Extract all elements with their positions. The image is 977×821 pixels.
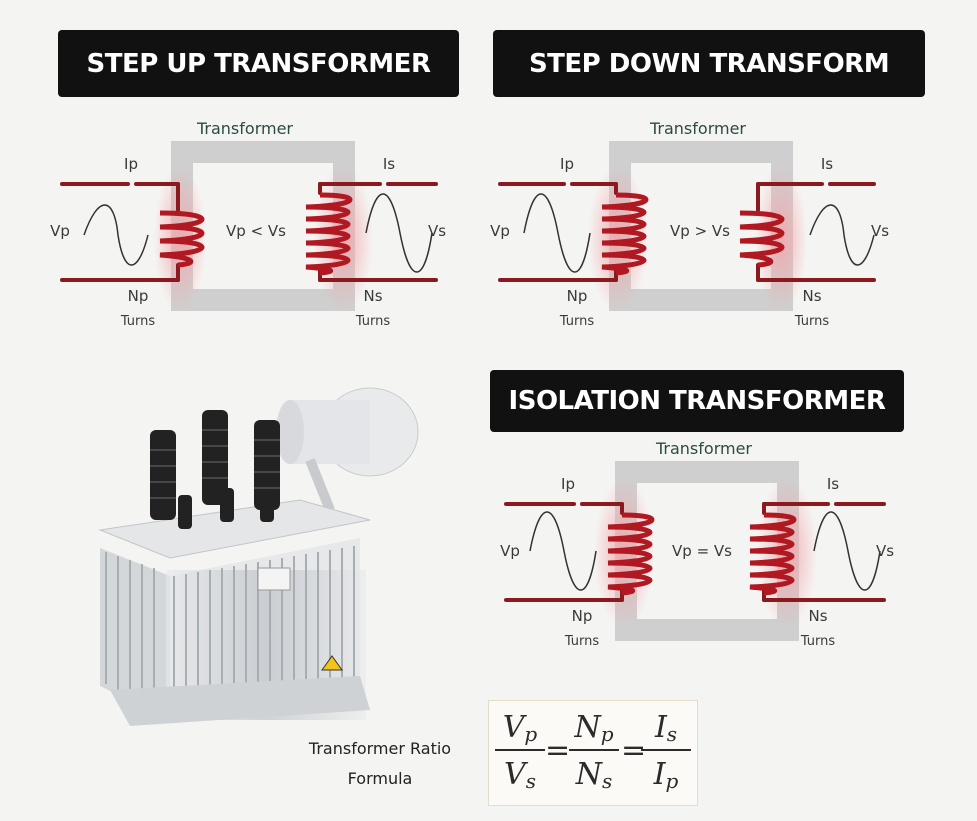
vs-label: Vs	[428, 222, 446, 240]
turns-secondary-label: Turns	[355, 314, 391, 329]
secondary-coil	[305, 192, 353, 276]
is-subscript: s	[666, 722, 678, 746]
vp-label: Vp	[500, 542, 520, 560]
vp-label: Vp	[490, 222, 510, 240]
ns-subscript: s	[601, 769, 613, 793]
secondary-waveform	[813, 511, 881, 591]
isolation-banner: ISOLATION TRANSFORMER	[490, 370, 904, 432]
turns-primary-label: Turns	[564, 634, 600, 649]
np-label: Np	[567, 287, 588, 305]
vp-subscript: p	[524, 722, 538, 746]
turns-primary-label: Turns	[120, 314, 156, 329]
ip-label: Ip	[124, 155, 138, 173]
ns-label: Ns	[808, 607, 827, 625]
secondary-coil	[739, 210, 785, 268]
secondary-wires	[318, 182, 438, 282]
relation-label: Vp = Vs	[672, 542, 732, 560]
bushings	[150, 410, 280, 529]
turns-primary-label: Turns	[559, 314, 595, 329]
coil-glow	[755, 165, 807, 313]
voltage-ratio: Vp Vs	[495, 707, 545, 795]
primary-coil	[601, 192, 649, 276]
primary-coil	[607, 512, 655, 596]
secondary-waveform	[809, 204, 875, 266]
np-subscript: p	[600, 722, 614, 746]
transformer-photo	[98, 387, 419, 726]
turns-secondary-label: Turns	[794, 314, 830, 329]
nameplate	[257, 567, 291, 591]
ip-symbol: I	[653, 757, 666, 792]
step-up-banner: STEP UP TRANSFORMER	[58, 30, 459, 97]
secondary-wires	[762, 502, 886, 602]
primary-wires	[60, 182, 180, 282]
formula-caption: Transformer Ratio Formula	[285, 734, 475, 794]
vp-symbol: V	[502, 710, 525, 745]
np-label: Np	[572, 607, 593, 625]
secondary-coil	[749, 512, 797, 596]
np-label: Np	[128, 287, 149, 305]
secondary-wires	[756, 182, 876, 282]
formula-caption-line2: Formula	[347, 769, 413, 788]
ip-subscript: p	[665, 769, 679, 793]
primary-waveform	[83, 204, 149, 266]
vs-symbol: V	[504, 757, 526, 792]
ratio-formula: Vp Vs = Np Ns = Is Ip	[488, 700, 698, 806]
step-up-diagram: Transformer Ip Is Vp Vs Vp < Vs Np Turns…	[50, 119, 446, 329]
relation-label: Vp > Vs	[670, 222, 730, 240]
ip-label: Ip	[560, 155, 574, 173]
ns-label: Ns	[802, 287, 821, 305]
core-label: Transformer	[649, 119, 746, 138]
primary-coil	[159, 210, 205, 268]
core-label: Transformer	[196, 119, 293, 138]
relation-label: Vp < Vs	[226, 222, 286, 240]
turns-secondary-label: Turns	[800, 634, 836, 649]
current-ratio: Is Ip	[641, 707, 691, 795]
is-label: Is	[827, 475, 839, 493]
ns-label: Ns	[363, 287, 382, 305]
equals-sign: =	[545, 733, 571, 768]
vp-label: Vp	[50, 222, 70, 240]
turns-ratio: Np Ns	[569, 707, 619, 795]
vs-label: Vs	[876, 542, 894, 560]
primary-waveform	[523, 193, 591, 273]
vs-subscript: s	[525, 769, 536, 793]
step-down-diagram: Transformer Ip Is Vp Vs Vp > Vs Np Turns…	[490, 119, 889, 329]
formula-caption-line1: Transformer Ratio	[308, 739, 452, 758]
ip-label: Ip	[561, 475, 575, 493]
isolation-diagram: Transformer Ip Is Vp Vs Vp = Vs Np Turns…	[500, 439, 894, 649]
is-label: Is	[383, 155, 395, 173]
vs-label: Vs	[871, 222, 889, 240]
np-symbol: N	[574, 710, 601, 745]
warning-sign-icon	[321, 655, 343, 671]
ns-symbol: N	[575, 757, 602, 792]
core-label: Transformer	[655, 439, 752, 458]
secondary-waveform	[365, 193, 433, 273]
is-label: Is	[821, 155, 833, 173]
primary-waveform	[529, 511, 597, 591]
primary-wires	[504, 502, 624, 602]
step-down-banner: STEP DOWN TRANSFORM	[493, 30, 925, 97]
is-symbol: I	[654, 710, 667, 745]
